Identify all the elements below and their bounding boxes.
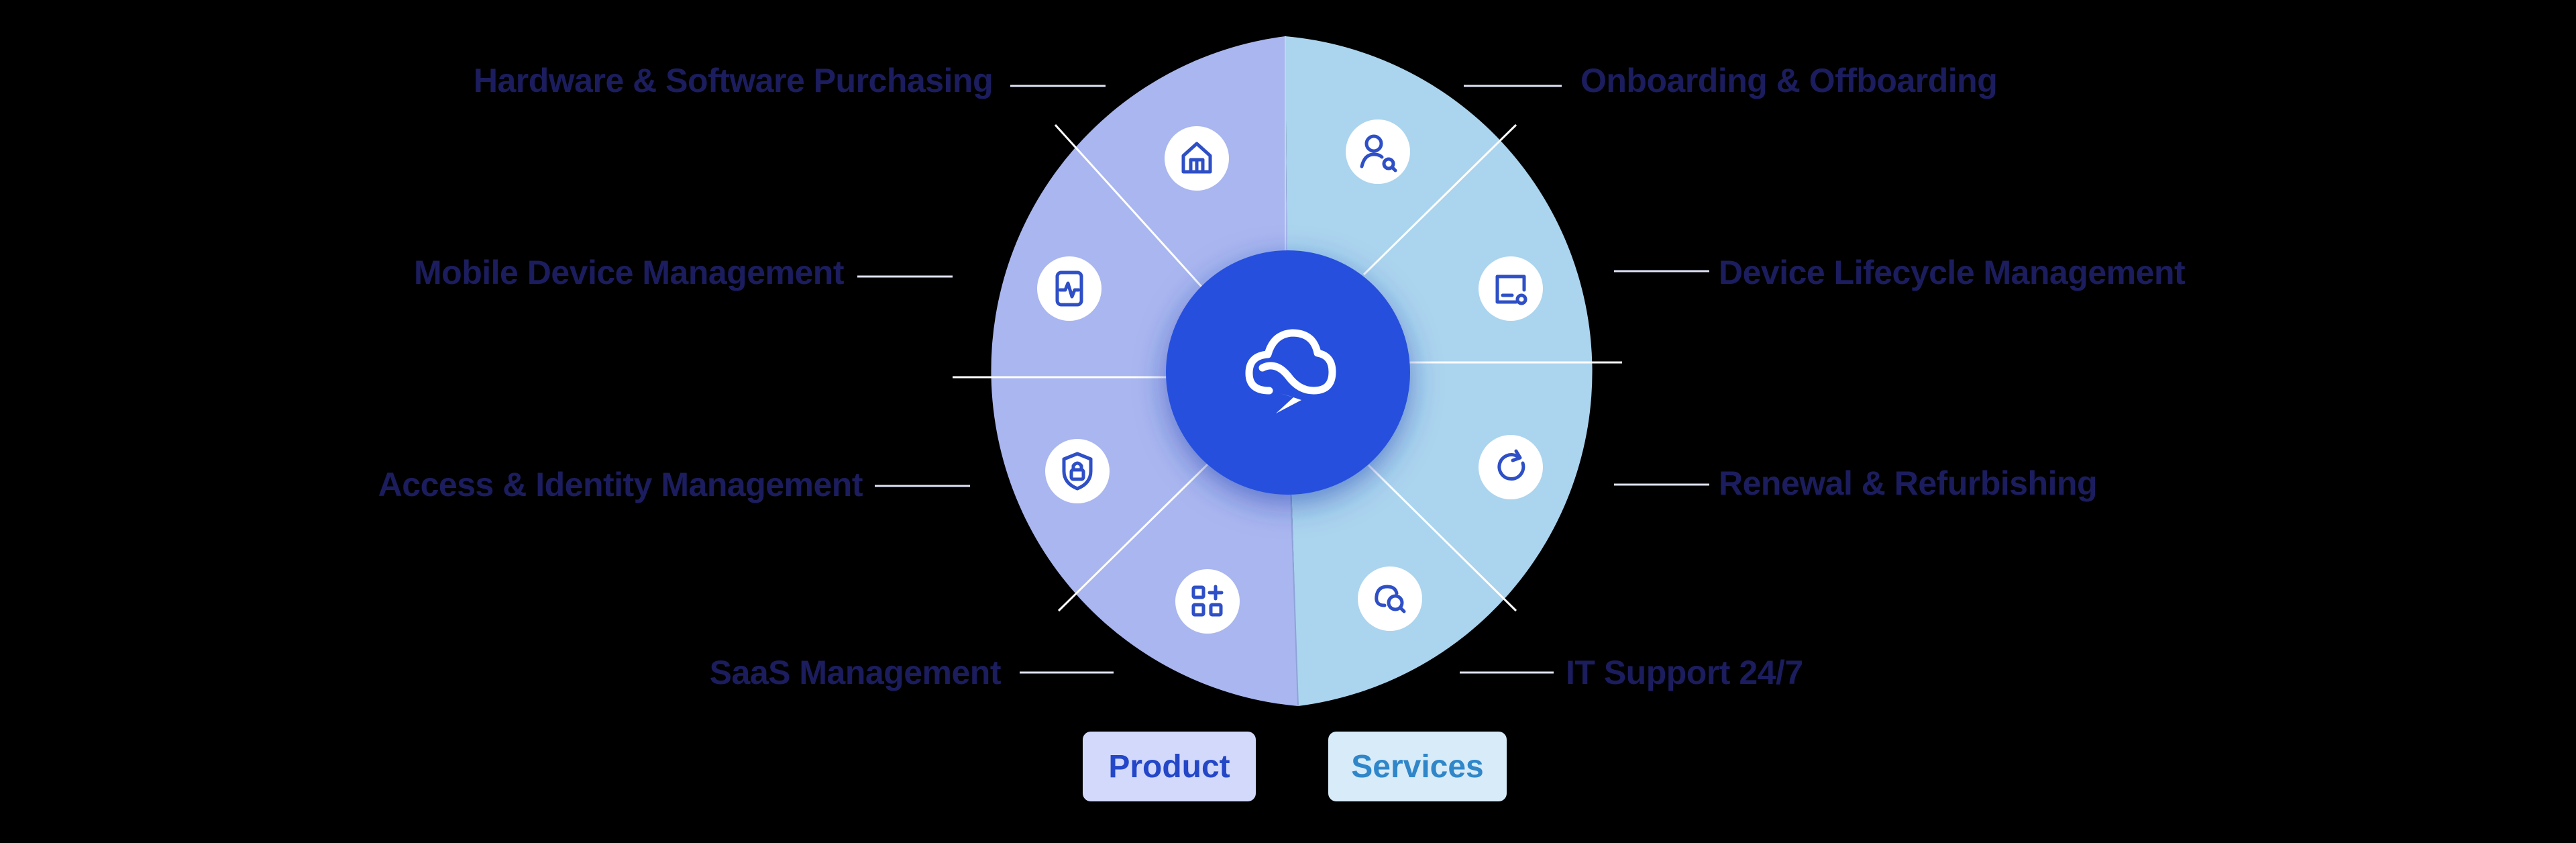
chat-search-icon <box>1358 566 1422 631</box>
label-saas: SaaS Management <box>709 654 1002 691</box>
segment-dividers <box>953 36 1622 707</box>
cloud-lightning-icon <box>1245 329 1336 395</box>
label-lifecycle: Device Lifecycle Management <box>1719 254 2186 291</box>
label-renewal: Renewal & Refurbishing <box>1719 464 2098 502</box>
label-hardware: Hardware & Software Purchasing <box>473 62 994 99</box>
phone-activity-icon <box>1037 256 1102 321</box>
product-half <box>991 36 1298 706</box>
connector-lines <box>857 85 1709 674</box>
apps-add-icon <box>1175 569 1240 634</box>
shield-lock-icon <box>1045 439 1110 503</box>
shop-icon <box>1165 126 1229 191</box>
device-settings-icon <box>1479 256 1543 321</box>
user-search-icon <box>1346 119 1410 184</box>
label-support: IT Support 24/7 <box>1566 654 1803 691</box>
refresh-icon <box>1479 435 1543 499</box>
lightning-bolt <box>1276 393 1301 413</box>
services-half <box>1285 36 1593 706</box>
services-legend-button[interactable]: Services <box>1328 732 1507 801</box>
product-legend-button[interactable]: Product <box>1083 732 1256 801</box>
label-access: Access & Identity Management <box>378 466 863 503</box>
label-mobile: Mobile Device Management <box>414 254 844 291</box>
label-onboarding: Onboarding & Offboarding <box>1580 62 1998 99</box>
center-hub <box>1166 250 1410 495</box>
